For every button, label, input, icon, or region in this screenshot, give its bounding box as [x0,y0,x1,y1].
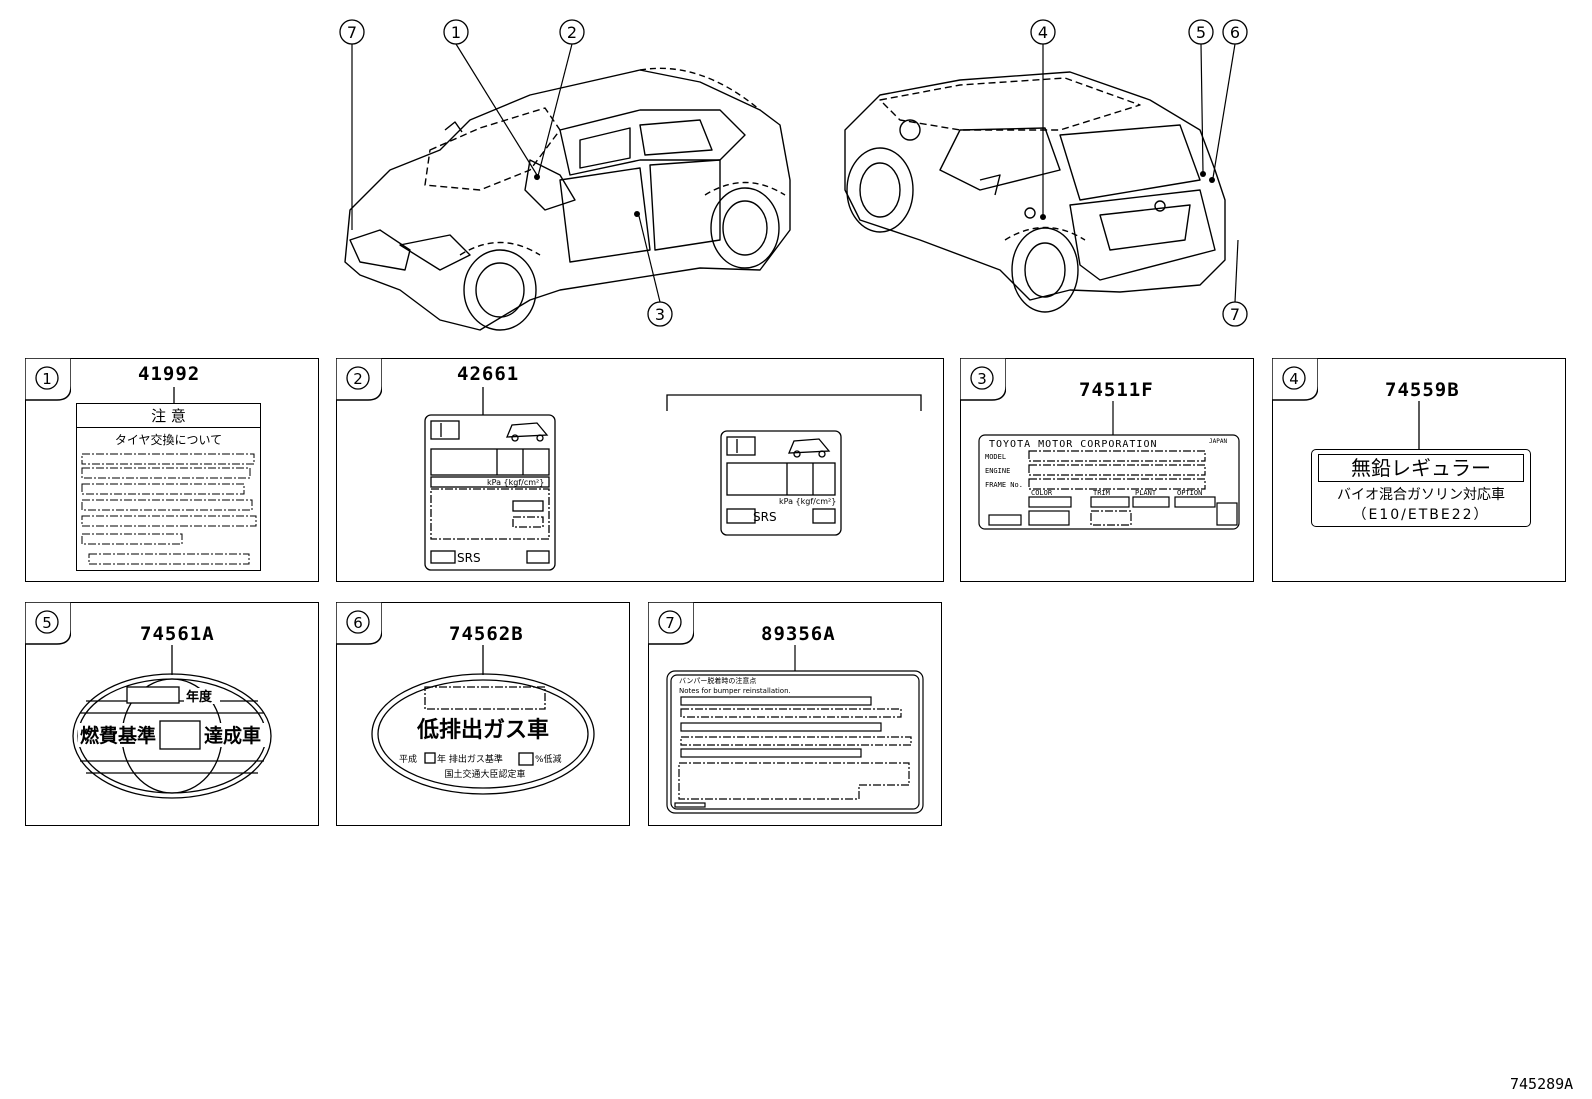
callout-front-1[interactable]: 1 [451,23,461,42]
callout-rear-0[interactable]: 4 [1038,23,1048,42]
part-number[interactable]: 74561A [140,623,215,645]
callout-leaders [351,43,1239,303]
svg-text:4: 4 [1289,370,1299,388]
blend-text: （E10/ETBE22） [1352,507,1490,523]
svg-text:平成: 平成 [399,753,417,765]
panel-tab: 1 [25,358,71,401]
fuel-economy-emblem: 年度 燃費基準 達成車 [72,645,272,799]
svg-text:FRAME No.: FRAME No. [985,481,1023,489]
part-number[interactable]: 74562B [449,623,524,645]
svg-text:SRS: SRS [457,551,481,565]
part-number[interactable]: 41992 [138,363,201,385]
svg-text:6: 6 [353,614,363,632]
diagram-reference: 745289A [1510,1075,1574,1093]
callout-rear-2[interactable]: 6 [1230,23,1240,42]
svg-text:%低減: %低減 [535,753,562,765]
panel-3[interactable]: 3 74511F TOYOTA MOTOR CORPORATION JAPAN … [960,358,1254,582]
svg-text:JAPAN: JAPAN [1209,438,1227,445]
panel-tab: 5 [25,602,71,645]
text-lines-graphic [81,453,257,565]
front-vehicle-illustration [344,67,791,331]
svg-text:7: 7 [665,614,675,632]
part-number[interactable]: 89356A [761,623,836,645]
panel-2[interactable]: 2 42661 kPa {kgf/cm²} kPa {kgf/cm²} [336,358,944,582]
svg-text:kPa {kgf/cm²}: kPa {kgf/cm²} [487,478,544,487]
rear-vehicle-illustration [844,71,1226,313]
svg-text:達成車: 達成車 [204,724,261,747]
part-number[interactable]: 74511F [1079,379,1154,401]
panel-6[interactable]: 6 74562B 低排出ガス車 平成 年 排出ガス基準 %低減 国土交通大臣認定… [336,602,630,826]
callout-front-2[interactable]: 2 [567,23,577,42]
svg-text:MODEL: MODEL [985,453,1006,461]
panel-4[interactable]: 4 74559B 無鉛レギュラー バイオ混合ガソリン対応車 （E10/ETBE2… [1272,358,1566,582]
svg-text:燃費基準: 燃費基準 [80,724,156,747]
svg-text:OPTION: OPTION [1177,489,1202,497]
svg-text:PLANT: PLANT [1135,489,1157,497]
part-number[interactable]: 42661 [457,363,520,385]
fuel-type-text: 無鉛レギュラー [1318,454,1524,482]
label-title: 注 意 [77,405,260,428]
svg-text:バンパー脱着時の注意点: バンパー脱着時の注意点 [679,676,756,685]
fuel-label: 無鉛レギュラー バイオ混合ガソリン対応車 （E10/ETBE22） [1311,449,1531,527]
callout-front-3[interactable]: 3 [655,305,665,324]
vin-plate-label: TOYOTA MOTOR CORPORATION JAPAN MODEL ENG… [978,401,1240,530]
svg-text:SRS: SRS [753,510,777,524]
svg-text:TRIM: TRIM [1093,489,1110,497]
bumper-notes-label: バンパー脱着時の注意点 Notes for bumper reinstallat… [666,645,924,814]
callout-rear-3[interactable]: 7 [1230,305,1240,324]
svg-text:ENGINE: ENGINE [985,467,1010,475]
svg-text:1: 1 [42,370,52,388]
callout-rear-1[interactable]: 5 [1196,23,1206,42]
caution-label: 注 意 タイヤ交換について [76,403,261,571]
label-subtitle: タイヤ交換について [114,433,223,447]
part-number[interactable]: 74559B [1385,379,1460,401]
svg-text:2: 2 [353,370,363,388]
panel-7[interactable]: 7 89356A バンパー脱着時の注意点 Notes for bumper re… [648,602,942,826]
tire-pressure-labels: kPa {kgf/cm²} kPa {kgf/cm²} SRS SRS [424,387,922,571]
panel-1[interactable]: 1 41992 注 意 タイヤ交換について [25,358,319,582]
low-emission-emblem: 低排出ガス車 平成 年 排出ガス基準 %低減 国土交通大臣認定車 [371,645,595,795]
callout-front-0[interactable]: 7 [347,23,357,42]
svg-text:国土交通大臣認定車: 国土交通大臣認定車 [444,768,525,780]
svg-text:3: 3 [977,370,987,388]
vehicle-diagrams: 7 1 2 3 4 5 6 7 [339,19,1248,331]
svg-text:TOYOTA MOTOR CORPORATION: TOYOTA MOTOR CORPORATION [989,439,1158,450]
svg-text:Notes for bumper reinstallatio: Notes for bumper reinstallation. [679,687,791,695]
panel-5[interactable]: 5 74561A 年度 燃費基準 達成車 [25,602,319,826]
svg-text:COLOR: COLOR [1031,489,1053,497]
panel-tab: 6 [336,602,382,645]
svg-text:年 排出ガス基準: 年 排出ガス基準 [437,753,503,765]
svg-text:5: 5 [42,614,52,632]
svg-text:kPa {kgf/cm²}: kPa {kgf/cm²} [779,497,836,506]
svg-text:低排出ガス車: 低排出ガス車 [416,718,549,743]
svg-text:年度: 年度 [186,689,213,705]
bio-fuel-text: バイオ混合ガソリン対応車 [1337,487,1505,503]
